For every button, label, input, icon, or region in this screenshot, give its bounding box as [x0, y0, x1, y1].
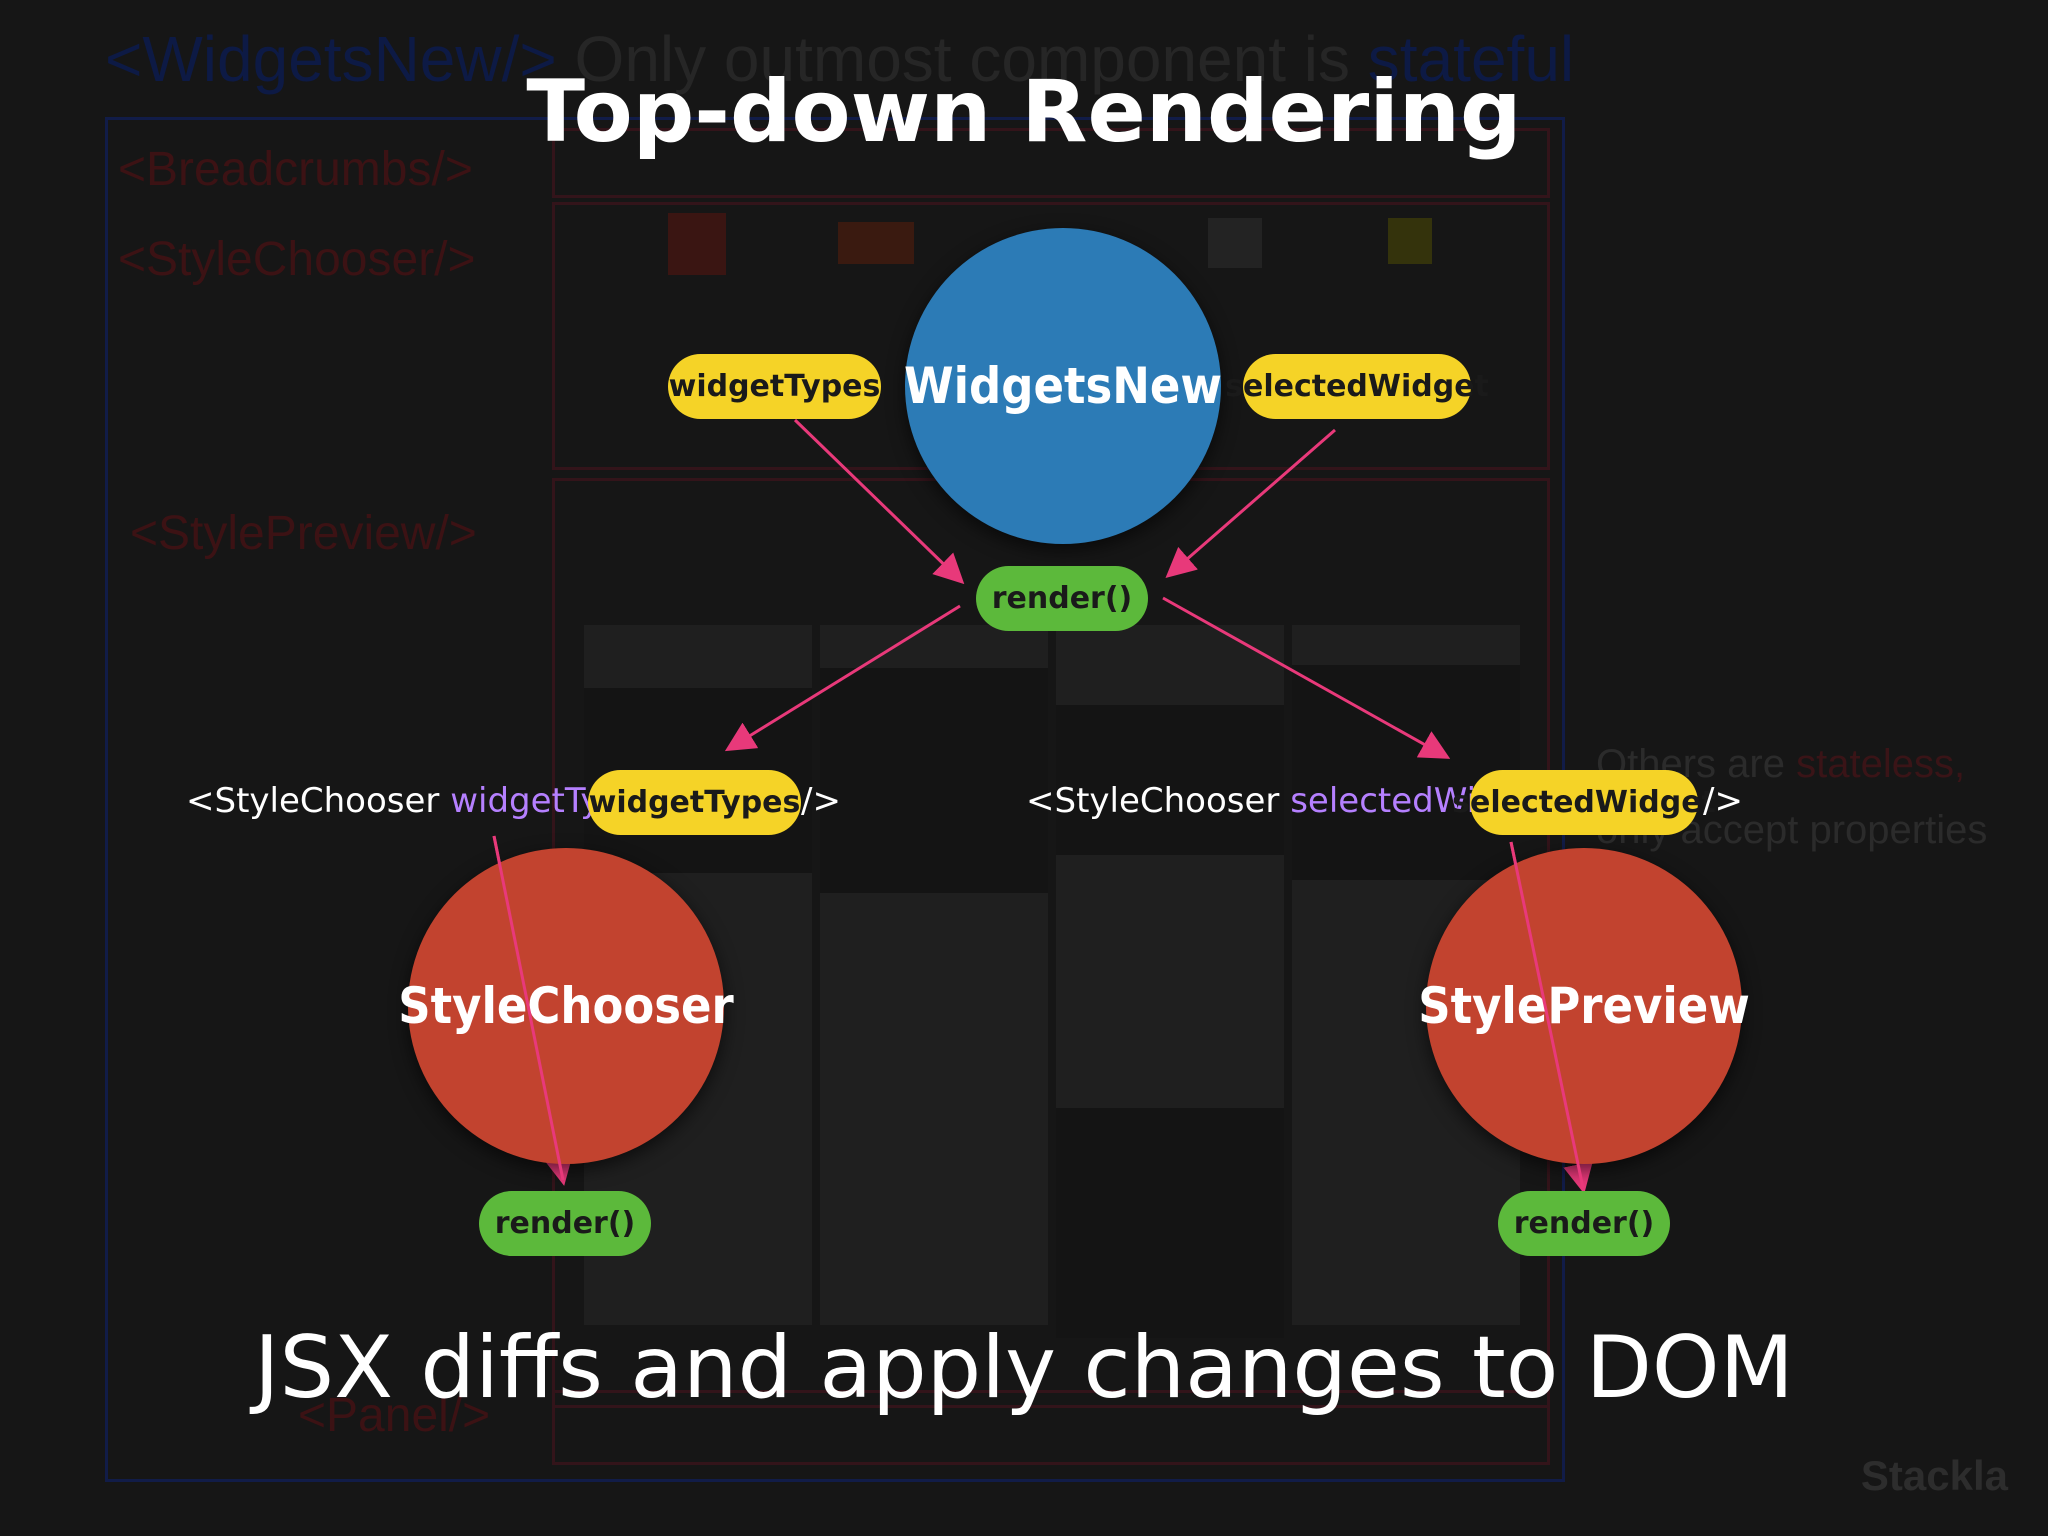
background-title: <WidgetsNew/> Only outmost component is …	[105, 22, 1574, 96]
state-widgettypes-pill: widgetTypes	[668, 354, 881, 419]
waterfall-thumb	[668, 213, 726, 275]
background-title-tag: <WidgetsNew/>	[105, 23, 557, 95]
background-style-chooser-label: <StyleChooser/>	[118, 233, 476, 286]
widgetsnew-node: WidgetsNew	[904, 228, 1222, 544]
arrow-widgettypes-to-render	[793, 418, 965, 585]
stylechooser-node: StyleChooser	[398, 848, 734, 1164]
jsx-left-close: />	[801, 781, 841, 821]
overlay-line-left	[492, 835, 565, 1181]
feed-image-3	[1056, 705, 1284, 855]
arrow-selectedwidget-to-render	[1165, 428, 1336, 578]
root-render-pill: render()	[976, 566, 1148, 631]
slide-title: Top-down Rendering	[526, 62, 1522, 162]
carousel-thumb	[838, 222, 914, 264]
breadcrumbs-box	[552, 128, 1550, 198]
feed-image-2	[820, 668, 1048, 893]
stackla-logo: Stackla	[1860, 1452, 2008, 1499]
jsx-right-value-pill: selectedWidget	[1452, 770, 1716, 835]
jsx-left-value-pill: widgetTypes	[588, 770, 801, 835]
jsx-left-tag: <StyleChooser	[186, 781, 440, 821]
stylepreview-node: StylePreview	[1418, 848, 1750, 1164]
arrow-render-to-right-jsx	[1162, 596, 1451, 759]
slideshow-thumb	[1388, 218, 1432, 264]
feed-image-5	[1292, 665, 1520, 880]
background-title-highlight: stateful	[1367, 23, 1575, 95]
background-title-text: Only outmost component is	[574, 23, 1350, 95]
overlay-line-right	[1509, 841, 1585, 1189]
feed-image-4	[1056, 1108, 1284, 1338]
grid-thumb	[1208, 218, 1262, 268]
stylepreview-render-pill: render()	[1498, 1191, 1670, 1256]
state-selectedwidget-pill: selectedWidget	[1225, 354, 1489, 419]
slide-caption: JSX diffs and apply changes to DOM	[254, 1318, 1794, 1418]
note-highlight: stateless,	[1796, 742, 1966, 786]
panel-box	[552, 1390, 1550, 1465]
jsx-right-tag: <StyleChooser	[1026, 781, 1280, 821]
background-panel-label: <Panel/>	[298, 1389, 491, 1442]
background-style-preview-label: <StylePreview/>	[130, 507, 477, 560]
background-breadcrumbs-label: <Breadcrumbs/>	[118, 143, 473, 196]
background-note-line-1: Others are stateless,	[1596, 742, 1965, 787]
arrow-render-to-left-jsx	[724, 604, 961, 752]
jsx-right-close: />	[1703, 781, 1743, 821]
stylechooser-render-pill: render()	[479, 1191, 651, 1256]
